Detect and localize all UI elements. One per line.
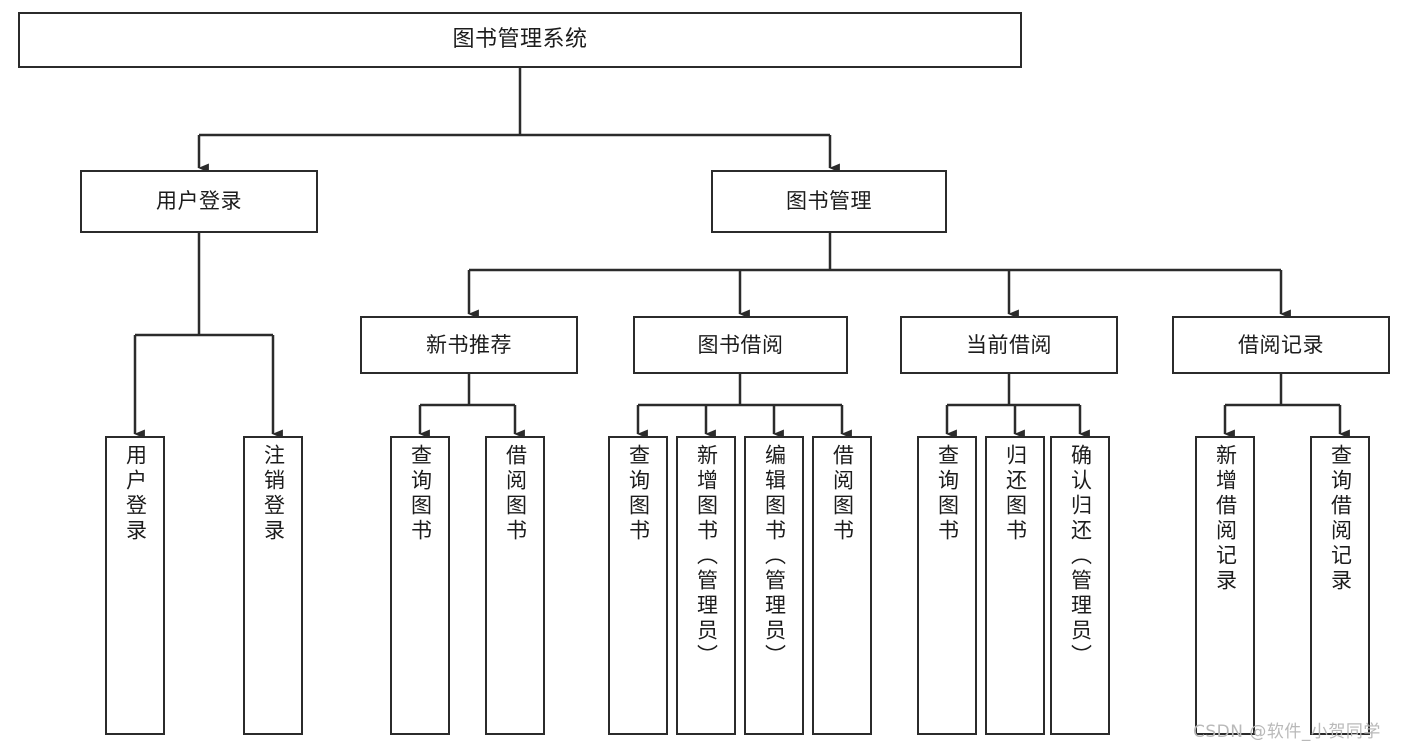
node-label: 新书推荐 <box>426 332 512 357</box>
node-book-borrowing[interactable]: 图书借阅 <box>633 316 848 374</box>
node-label: 图书借阅 <box>697 332 784 357</box>
node-label: 新增借阅记录 <box>1213 444 1238 594</box>
leaf-new-book-query[interactable]: 查询图书 <box>390 436 450 735</box>
node-label: 确认归还（管理员） <box>1068 444 1093 669</box>
leaf-user-login-signin[interactable]: 用户登录 <box>105 436 165 735</box>
node-label: 新增图书（管理员） <box>694 444 719 669</box>
leaf-book-borrow-add[interactable]: 新增图书（管理员） <box>676 436 736 735</box>
node-label: 用户登录 <box>123 444 148 544</box>
leaf-current-borrow-query[interactable]: 查询图书 <box>917 436 977 735</box>
node-label: 借阅图书 <box>830 444 855 544</box>
node-label: 查询借阅记录 <box>1328 444 1353 594</box>
node-label: 查询图书 <box>935 444 960 544</box>
leaf-borrow-record-query[interactable]: 查询借阅记录 <box>1310 436 1370 735</box>
leaf-borrow-record-add[interactable]: 新增借阅记录 <box>1195 436 1255 735</box>
leaf-new-book-borrow[interactable]: 借阅图书 <box>485 436 545 735</box>
leaf-book-borrow-edit[interactable]: 编辑图书（管理员） <box>744 436 804 735</box>
node-label: 当前借阅 <box>966 332 1052 357</box>
node-borrowing-record[interactable]: 借阅记录 <box>1172 316 1390 374</box>
node-user-login[interactable]: 用户登录 <box>80 170 318 233</box>
node-label: 归还图书 <box>1003 444 1028 544</box>
node-label: 图书管理 <box>786 189 872 214</box>
node-label: 查询图书 <box>408 444 433 544</box>
node-label: 用户登录 <box>156 189 242 214</box>
node-label: 查询图书 <box>626 444 651 544</box>
node-book-management[interactable]: 图书管理 <box>711 170 947 233</box>
node-label: 注销登录 <box>261 444 286 544</box>
node-label: 借阅图书 <box>503 444 528 544</box>
node-current-borrowing[interactable]: 当前借阅 <box>900 316 1118 374</box>
node-label: 图书管理系统 <box>452 27 588 53</box>
leaf-book-borrow-lend[interactable]: 借阅图书 <box>812 436 872 735</box>
node-label: 编辑图书（管理员） <box>762 444 787 669</box>
node-label: 借阅记录 <box>1238 332 1324 357</box>
leaf-book-borrow-query[interactable]: 查询图书 <box>608 436 668 735</box>
leaf-current-borrow-confirm-return[interactable]: 确认归还（管理员） <box>1050 436 1110 735</box>
node-root-book-management-system[interactable]: 图书管理系统 <box>18 12 1022 68</box>
node-new-book-recommendation[interactable]: 新书推荐 <box>360 316 578 374</box>
leaf-current-borrow-return[interactable]: 归还图书 <box>985 436 1045 735</box>
leaf-user-login-signout[interactable]: 注销登录 <box>243 436 303 735</box>
